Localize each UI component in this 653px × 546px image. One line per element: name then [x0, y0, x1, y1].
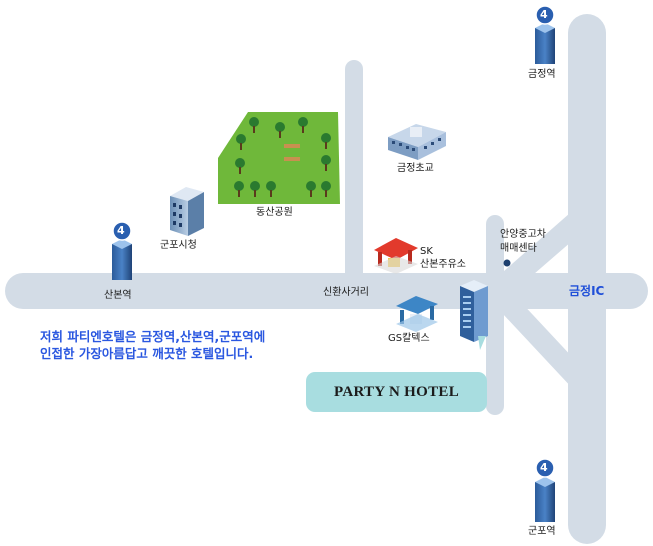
hotel-name-text: PARTY N HOTEL — [333, 383, 460, 400]
label-gunpo-station: 군포역 — [528, 526, 556, 537]
label-sk-brand: SK — [420, 246, 433, 257]
road-local-vertical — [486, 215, 504, 415]
hotel-name-badge: PARTY N HOTEL — [306, 372, 487, 412]
label-gunpo-city-hall: 군포시청 — [160, 240, 197, 251]
label-geumjeong-station: 금정역 — [528, 69, 556, 80]
road-diagonal-upper — [488, 206, 594, 300]
road-diagonal-lower — [488, 284, 590, 390]
used-car-center-marker — [503, 259, 511, 267]
subway-line-badge-top: 4 — [540, 8, 548, 21]
label-used-car-line1: 안양중고차 — [500, 229, 546, 240]
sk-gas-station-icon — [374, 238, 418, 274]
roads — [5, 14, 648, 544]
hotel-building-icon — [460, 280, 488, 350]
gs-caltex-station-icon — [396, 296, 438, 332]
subway-line-badge-bottom: 4 — [540, 461, 548, 474]
subway-line-badge-left: 4 — [117, 224, 125, 237]
subway-marker-gunpo — [535, 458, 555, 522]
description-line-2: 인접한 가장아름답고 깨끗한 호텔입니다. — [40, 346, 254, 361]
road-middle-vertical — [345, 60, 363, 292]
label-used-car-line2: 매매센타 — [500, 243, 537, 254]
subway-marker-geumjeong — [535, 5, 555, 64]
label-geumjeong-ic: 금정IC — [569, 284, 605, 298]
description-line-1: 저희 파티엔호텔은 금정역,산본역,군포역에 — [40, 329, 266, 344]
label-sk-station: 산본주유소 — [420, 259, 466, 270]
city-hall-icon — [170, 187, 204, 236]
label-geumjeong-school: 금정초교 — [397, 163, 434, 174]
hotel-description: 저희 파티엔호텔은 금정역,산본역,군포역에 인접한 가장아름답고 깨끗한 호텔… — [40, 328, 265, 362]
dongsan-park-area — [218, 112, 340, 204]
label-gs-caltex: GS칼텍스 — [388, 333, 430, 344]
school-icon — [388, 124, 446, 160]
label-sinhwan-intersection: 신환사거리 — [323, 287, 369, 298]
road-right-vertical — [568, 14, 606, 544]
label-sanbon-station: 산본역 — [104, 290, 132, 301]
subway-marker-sanbon — [112, 221, 132, 280]
label-dongsan-park: 동산공원 — [256, 207, 293, 218]
